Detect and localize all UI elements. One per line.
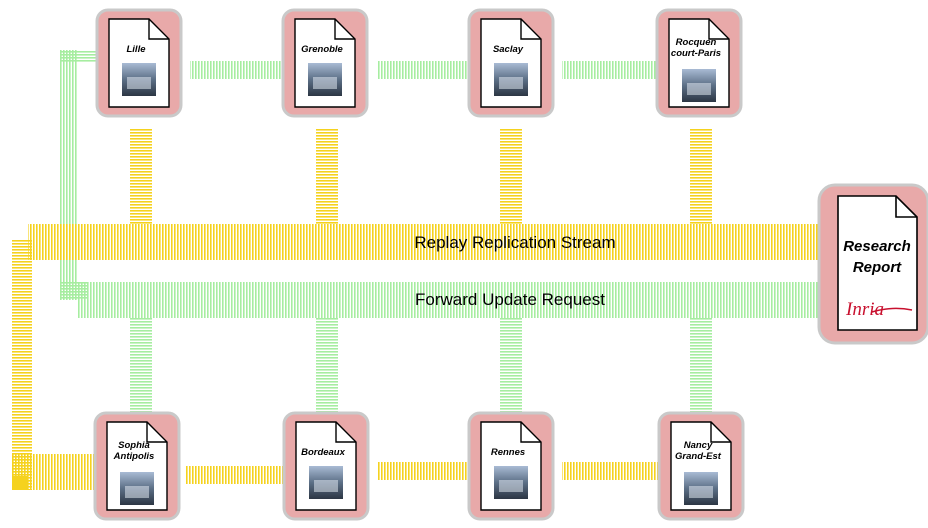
- site-label: Saclay: [493, 44, 524, 55]
- site-node-grenoble: Grenoble: [281, 8, 369, 118]
- report-title-line1: Research: [843, 238, 911, 255]
- site-label: Rocquen: [676, 37, 717, 48]
- site-label: Sophia: [118, 440, 150, 451]
- report-document-icon: [837, 195, 918, 331]
- site-label: Antipolis: [113, 451, 155, 462]
- forward-update-links: [60, 50, 819, 413]
- site-node-lille: Lille: [95, 8, 183, 118]
- inria-logo: Inria: [845, 299, 884, 320]
- replay-replication-links: [12, 128, 819, 490]
- research-report-node: Research Report Inria: [817, 183, 928, 345]
- forward-request-label: Forward Update Request: [415, 290, 605, 309]
- site-label: court-Paris: [671, 48, 721, 59]
- site-nodes: Lille Grenoble Saclay Rocquencourt-ParisSop…: [93, 8, 745, 521]
- site-node-rennes: Rennes: [467, 411, 555, 521]
- site-label: Grand-Est: [675, 451, 722, 462]
- site-label: Grenoble: [301, 44, 343, 55]
- site-node-bordeaux: Bordeaux: [282, 411, 370, 521]
- site-node-saclay: Saclay: [467, 8, 555, 118]
- site-label: Bordeaux: [301, 447, 346, 458]
- replay-stream-label: Replay Replication Stream: [414, 233, 615, 252]
- site-label: Nancy: [684, 440, 713, 451]
- site-label: Rennes: [491, 447, 525, 458]
- site-label: Lille: [126, 44, 146, 55]
- report-title-line2: Report: [853, 259, 902, 276]
